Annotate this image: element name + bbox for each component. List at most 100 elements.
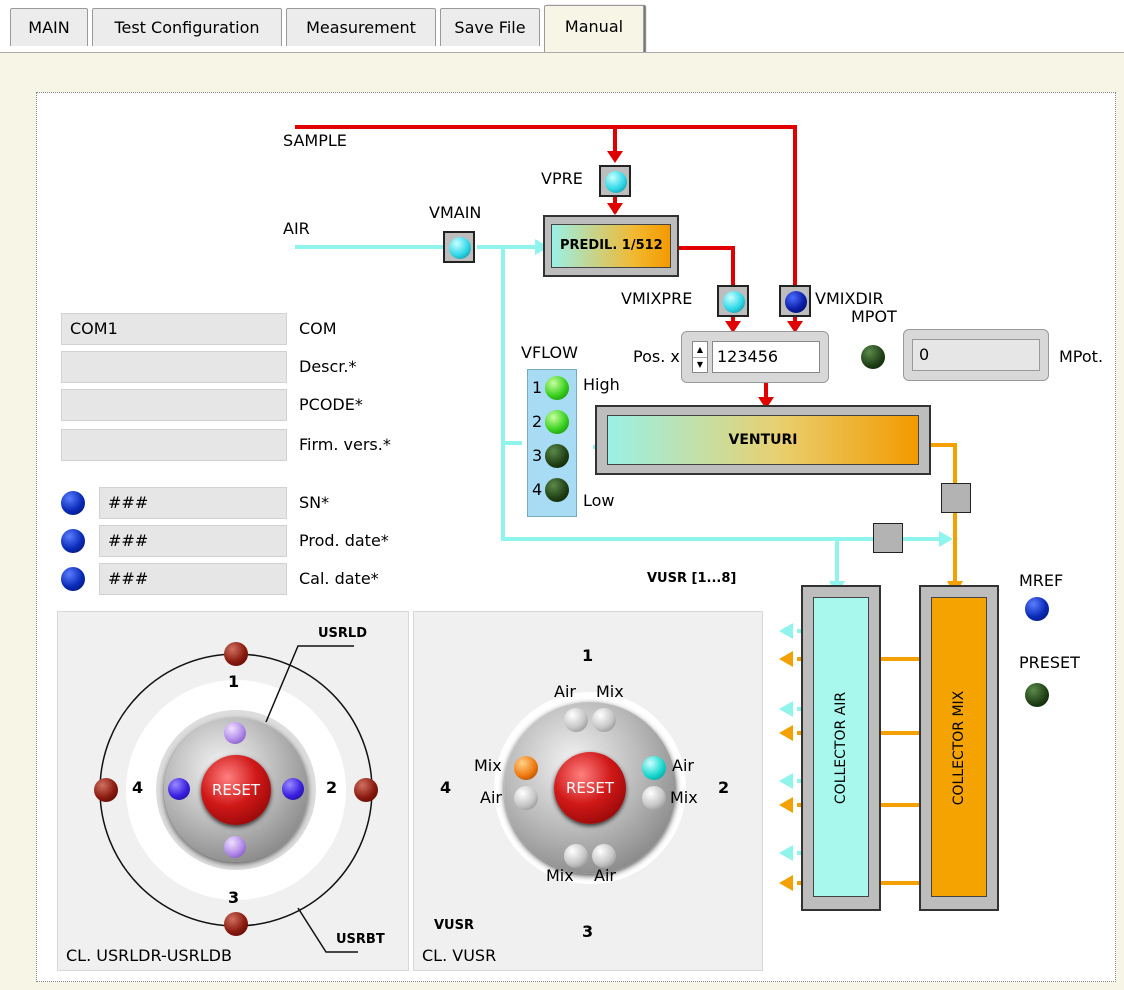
cal-date-field[interactable]: ### <box>99 563 287 595</box>
tab-measurement[interactable]: Measurement <box>286 8 436 46</box>
usrld-pos4-inner-led[interactable] <box>168 778 190 800</box>
air-valve-square[interactable] <box>873 523 903 553</box>
venturi-label: VENTURI <box>607 415 919 465</box>
usrld-pos4-outer-led[interactable] <box>94 778 118 802</box>
vusr-pos2-label: 2 <box>718 778 730 797</box>
tab-test-configuration[interactable]: Test Configuration <box>92 8 282 46</box>
vmixpre-label: VMIXPRE <box>621 289 693 308</box>
vusr-right-air-label: Air <box>672 756 694 775</box>
vflow-level-4: 4 <box>532 480 543 499</box>
preset-led[interactable] <box>1025 683 1049 707</box>
vusr-top-air-label: Air <box>554 682 576 701</box>
vusr-top-mix-label: Mix <box>596 682 624 701</box>
vpre-valve[interactable] <box>599 165 631 197</box>
vusr-bottom-mix-label: Mix <box>546 866 574 885</box>
vusr-pos3-mix-led[interactable] <box>564 844 588 868</box>
mpot-unit: MPot. <box>1059 347 1104 366</box>
usrld-reset-button[interactable]: RESET <box>201 755 271 825</box>
vusr-reset-label: RESET <box>565 779 615 797</box>
tab-save-file[interactable]: Save File <box>440 8 540 46</box>
vflow-led-2[interactable] <box>545 410 569 434</box>
collector-air: COLLECTOR AIR <box>813 597 869 897</box>
tab-main[interactable]: MAIN <box>10 8 88 46</box>
predil-box: PREDIL. 1/512 <box>543 215 679 277</box>
vflow-led-3[interactable] <box>545 444 569 468</box>
sample-label: SAMPLE <box>283 131 347 150</box>
vflow-led-1[interactable] <box>545 376 569 400</box>
vusr-pos4-label: 4 <box>440 778 452 797</box>
collector-air-label: COLLECTOR AIR <box>833 691 849 805</box>
usrld-pos1-outer-led[interactable] <box>224 642 248 666</box>
usrld-pos1-label: 1 <box>228 672 240 691</box>
mix-valve-square[interactable] <box>941 483 971 513</box>
mref-label: MREF <box>1019 571 1064 590</box>
cl-vusr-caption: CL. VUSR <box>422 946 497 965</box>
vusr-reset-button[interactable]: RESET <box>554 752 626 824</box>
descr-field[interactable] <box>61 351 287 383</box>
vmain-led <box>449 237 471 259</box>
vflow-label: VFLOW <box>521 343 578 362</box>
collector-air-box: COLLECTOR AIR <box>801 585 881 911</box>
mref-led[interactable] <box>1025 597 1049 621</box>
prod-date-led[interactable] <box>61 529 85 553</box>
mpot-value: 0 <box>912 339 1040 371</box>
firm-version-label: Firm. vers.* <box>299 435 391 454</box>
vusr-pos3-air-led[interactable] <box>592 844 616 868</box>
usrld-pos4-label: 4 <box>132 778 144 797</box>
prod-date-field[interactable]: ### <box>99 525 287 557</box>
sn-label: SN* <box>299 493 330 512</box>
decrement-icon[interactable]: ▼ <box>696 360 704 369</box>
cl-usrldr-panel: RESET 1 2 3 4 USRLD USRBT CL. USRLDR-USR… <box>57 611 409 971</box>
usrld-pos2-outer-led[interactable] <box>354 778 378 802</box>
preset-label: PRESET <box>1019 653 1080 672</box>
vusr-pos1-air-led[interactable] <box>564 708 588 732</box>
sample-arrows <box>607 151 803 409</box>
vusr-right-mix-label: Mix <box>670 788 698 807</box>
vusr-pos1-mix-led[interactable] <box>592 708 616 732</box>
com-field[interactable]: COM1 <box>61 313 287 345</box>
usrld-pos1-inner-led[interactable] <box>224 722 246 744</box>
vflow-level-2: 2 <box>532 412 543 431</box>
sn-field[interactable]: ### <box>99 487 287 519</box>
cal-date-led[interactable] <box>61 567 85 591</box>
air-label: AIR <box>283 219 310 238</box>
tab-manual[interactable]: Manual <box>544 5 644 53</box>
vusr-left-mix-label: Mix <box>474 756 502 775</box>
usrld-pos2-label: 2 <box>326 778 338 797</box>
vmixdir-valve[interactable] <box>779 285 811 317</box>
increment-icon[interactable]: ▲ <box>693 342 707 358</box>
usrbt-label: USRBT <box>336 932 385 947</box>
vusr-pos2-mix-led[interactable] <box>642 786 666 810</box>
vflow-level-1: 1 <box>532 378 543 397</box>
vflow-level-3: 3 <box>532 446 543 465</box>
firm-version-field[interactable] <box>61 429 287 461</box>
mpot-led[interactable] <box>861 345 885 369</box>
vflow-led-4[interactable] <box>545 478 569 502</box>
predil-label: PREDIL. 1/512 <box>551 224 671 268</box>
vusr-left-air-label: Air <box>480 788 502 807</box>
com-label: COM <box>299 319 337 338</box>
vpre-label: VPRE <box>541 169 583 188</box>
vpre-led <box>605 171 627 193</box>
usrld-pos3-inner-led[interactable] <box>224 836 246 858</box>
tab-bar: MAIN Test Configuration Measurement Save… <box>0 0 1124 53</box>
vusr-pos1-label: 1 <box>582 646 594 665</box>
vflow-selector[interactable]: 1 2 3 4 <box>527 369 577 517</box>
pos-x-stepper[interactable]: ▲ ▼ <box>692 341 708 373</box>
usrld-pos2-inner-led[interactable] <box>282 778 304 800</box>
usrld-pos3-outer-led[interactable] <box>224 912 248 936</box>
vflow-high-label: High <box>583 375 620 394</box>
vusr-pos2-air-led[interactable] <box>642 756 666 780</box>
pos-x-input[interactable]: 123456 <box>712 341 820 373</box>
sn-led[interactable] <box>61 491 85 515</box>
pcode-field[interactable] <box>61 389 287 421</box>
usrld-reset-label: RESET <box>211 781 261 799</box>
pos-x-control: ▲ ▼ 123456 <box>681 331 829 383</box>
mpot-label: MPOT <box>851 307 897 326</box>
vmixpre-valve[interactable] <box>717 285 749 317</box>
vusr-pos4-air-led[interactable] <box>514 786 538 810</box>
usrld-pos3-label: 3 <box>228 888 240 907</box>
descr-label: Descr.* <box>299 357 357 376</box>
vusr-pos4-mix-led[interactable] <box>514 756 538 780</box>
vmain-valve[interactable] <box>443 231 475 263</box>
